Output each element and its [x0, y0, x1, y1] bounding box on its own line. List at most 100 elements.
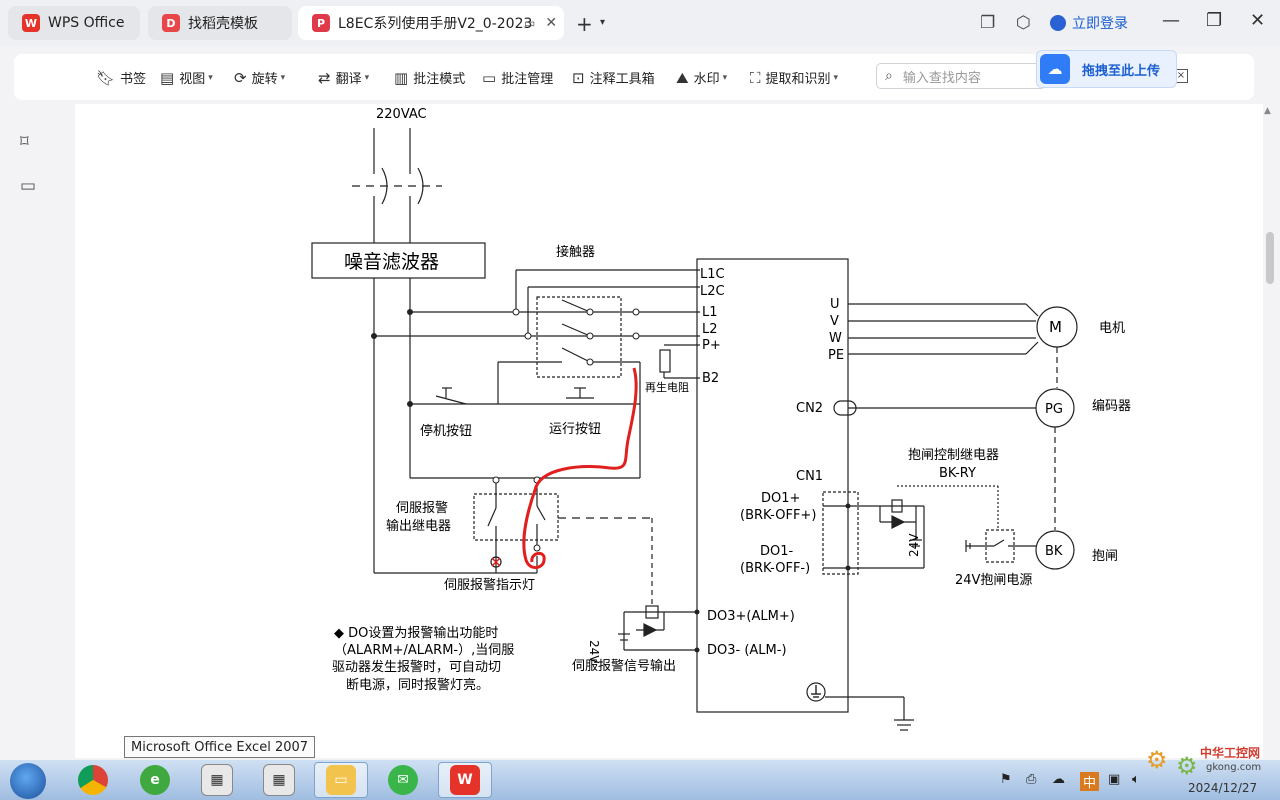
- login-button[interactable]: 立即登录: [1050, 13, 1128, 33]
- annotate-toolbox-label: 注释工具箱: [589, 72, 655, 87]
- contactor-label: 接触器: [556, 244, 595, 260]
- view-button[interactable]: ▤ 视图 ▾: [160, 68, 213, 88]
- cloud-upload-icon: ☁: [1040, 54, 1070, 84]
- annotate-manage-button[interactable]: ▭ 批注管理: [482, 68, 554, 88]
- upload-label: 拖拽至此上传: [1082, 63, 1161, 79]
- terminal-pplus: P+: [702, 338, 721, 353]
- terminal-pe: PE: [828, 348, 844, 363]
- cube-icon[interactable]: ⬡: [1016, 13, 1031, 33]
- upload-drop-button[interactable]: ☁ 拖拽至此上传: [1036, 50, 1177, 88]
- supply-label: 220VAC: [376, 107, 427, 122]
- maximize-icon[interactable]: ❐: [1206, 10, 1223, 31]
- note-line-3: 驱动器发生报警时，可自动切: [332, 659, 501, 675]
- annotate-mode-button[interactable]: ▥ 批注模式: [394, 68, 465, 88]
- terminal-l1: L1: [702, 305, 718, 320]
- lamp-cross: [491, 557, 501, 567]
- cn1-label: CN1: [796, 469, 823, 484]
- terminal-l1c: L1C: [700, 267, 725, 282]
- comment-icon: ▭: [482, 68, 497, 87]
- chevron-down-icon: ▾: [208, 72, 213, 83]
- watermark-line-2: gkong.com: [1206, 762, 1262, 773]
- window-mode-icon[interactable]: ❐: [980, 13, 996, 33]
- do3m-label: DO3- (ALM-): [707, 643, 787, 658]
- daoke-logo-icon: D: [162, 14, 180, 32]
- ie-taskbar-button[interactable]: e: [128, 762, 182, 798]
- taskbar: e ▦ ▦ ▭ ✉ W ⚑ ⎙ ☁ 中 ▣ 🔈︎: [0, 760, 1280, 800]
- wps-logo-icon: W: [22, 14, 40, 32]
- network-icon[interactable]: ▣: [1108, 772, 1121, 787]
- chrome-taskbar-button[interactable]: [66, 762, 120, 798]
- translate-label: 翻译: [335, 72, 362, 87]
- cn2-label: CN2: [796, 401, 823, 416]
- watermark-label: 水印: [693, 72, 720, 87]
- tab-label: WPS Office: [48, 15, 125, 31]
- terminal-v: V: [830, 314, 839, 329]
- note-line-1: ◆ DO设置为报警输出功能时: [334, 625, 498, 641]
- tray-icon[interactable]: ⚑: [1000, 772, 1012, 787]
- annotate-toolbox-button[interactable]: ⊡ 注释工具箱: [572, 68, 655, 88]
- avatar-icon: [1050, 15, 1066, 31]
- tab-wps-office[interactable]: W WPS Office: [8, 6, 140, 40]
- folder-icon: ▭: [326, 765, 356, 795]
- left-sidebar: ⌑ ▭: [0, 104, 62, 760]
- brake-relay-label-1: 抱闸控制继电器: [908, 447, 999, 463]
- note-line-4: 断电源，同时报警灯亮。: [346, 677, 489, 693]
- chevron-down-icon[interactable]: ▾: [600, 17, 606, 28]
- chevron-down-icon: ▾: [280, 72, 286, 83]
- alarm-relay-label-2: 输出继电器: [386, 518, 451, 534]
- tab-document[interactable]: P L8EC系列使用手册V2_0-2023 ▭ ✕: [298, 6, 564, 40]
- bk-symbol: BK: [1045, 544, 1063, 559]
- regen-resistor-label: 再生电阻: [645, 380, 689, 394]
- document-page: 220VAC 噪音滤波器 接触器 L1C L2C L1 L2 P+ B2 再生电…: [75, 104, 1263, 758]
- alarm-lamp-label: 伺服报警指示灯: [444, 577, 535, 593]
- chevron-down-icon: ▾: [722, 72, 728, 83]
- title-bar: W WPS Office D 找稻壳模板 P L8EC系列使用手册V2_0-20…: [0, 0, 1280, 46]
- explorer-taskbar-button[interactable]: ▭: [314, 762, 368, 798]
- tab-template[interactable]: D 找稻壳模板: [148, 6, 292, 40]
- bookmark-button[interactable]: 🔖︎ 书签: [96, 68, 147, 88]
- new-tab-plus-icon[interactable]: +: [576, 12, 593, 36]
- ime-indicator[interactable]: 中: [1080, 772, 1100, 791]
- spreadsheet-taskbar-button[interactable]: ▦: [252, 762, 306, 798]
- extract-button[interactable]: ⛶ 提取和识别 ▾: [750, 68, 838, 88]
- annotate-manage-label: 批注管理: [501, 72, 554, 87]
- tab-label: 找稻壳模板: [188, 16, 258, 32]
- run-button-label: 运行按钮: [549, 422, 601, 437]
- encoder-label: 编码器: [1092, 399, 1131, 414]
- stop-button-label: 停机按钮: [420, 423, 472, 439]
- watermark-button[interactable]: ⛰ 水印 ▾: [676, 68, 728, 88]
- search-icon: ⌕: [885, 68, 893, 84]
- screen-icon[interactable]: ▭: [524, 16, 536, 30]
- site-watermark: ⚙ ⚙ 中华工控网 gkong.com: [1146, 742, 1272, 782]
- volume-icon[interactable]: 🔈︎: [1132, 772, 1140, 787]
- spreadsheet-icon: ▦: [201, 764, 233, 796]
- terminal-l2c: L2C: [700, 284, 725, 299]
- minimize-icon[interactable]: —: [1162, 10, 1180, 31]
- terminal-l2: L2: [702, 322, 718, 337]
- rotate-button[interactable]: ⟳ 旋转 ▾: [234, 68, 286, 88]
- bookmark-icon: 🔖︎: [96, 68, 116, 87]
- login-label: 立即登录: [1072, 16, 1128, 32]
- view-label: 视图: [179, 72, 206, 87]
- brake-relay-label-2: BK-RY: [939, 466, 976, 481]
- wps-taskbar-button[interactable]: W: [438, 762, 492, 798]
- do1p-sub-label: (BRK-OFF+): [740, 508, 816, 523]
- close-tab-icon[interactable]: ✕: [545, 15, 558, 31]
- cloud-icon[interactable]: ☁: [1052, 772, 1065, 787]
- vertical-scrollbar[interactable]: [1266, 232, 1274, 284]
- comment-panel-icon[interactable]: ▭: [20, 176, 37, 196]
- toolbox-icon: ⊡: [572, 68, 585, 87]
- bookmark-panel-icon[interactable]: ⌑: [20, 132, 29, 152]
- translate-button[interactable]: ⇄ 翻译 ▾: [318, 68, 370, 88]
- brake-label: 抱闸: [1092, 548, 1118, 564]
- bookmark-label: 书签: [120, 72, 147, 87]
- wechat-taskbar-button[interactable]: ✉: [376, 762, 430, 798]
- chevron-down-icon: ▾: [364, 72, 370, 83]
- search-input[interactable]: ⌕ 输入查找内容: [876, 63, 1046, 89]
- taskbar-tooltip: Microsoft Office Excel 2007: [124, 736, 316, 758]
- start-button[interactable]: [10, 763, 46, 799]
- printer-icon[interactable]: ⎙: [1026, 772, 1037, 787]
- excel-taskbar-button[interactable]: ▦: [190, 762, 244, 798]
- close-window-icon[interactable]: ✕: [1250, 10, 1266, 31]
- scroll-up-icon[interactable]: ▲: [1264, 106, 1271, 116]
